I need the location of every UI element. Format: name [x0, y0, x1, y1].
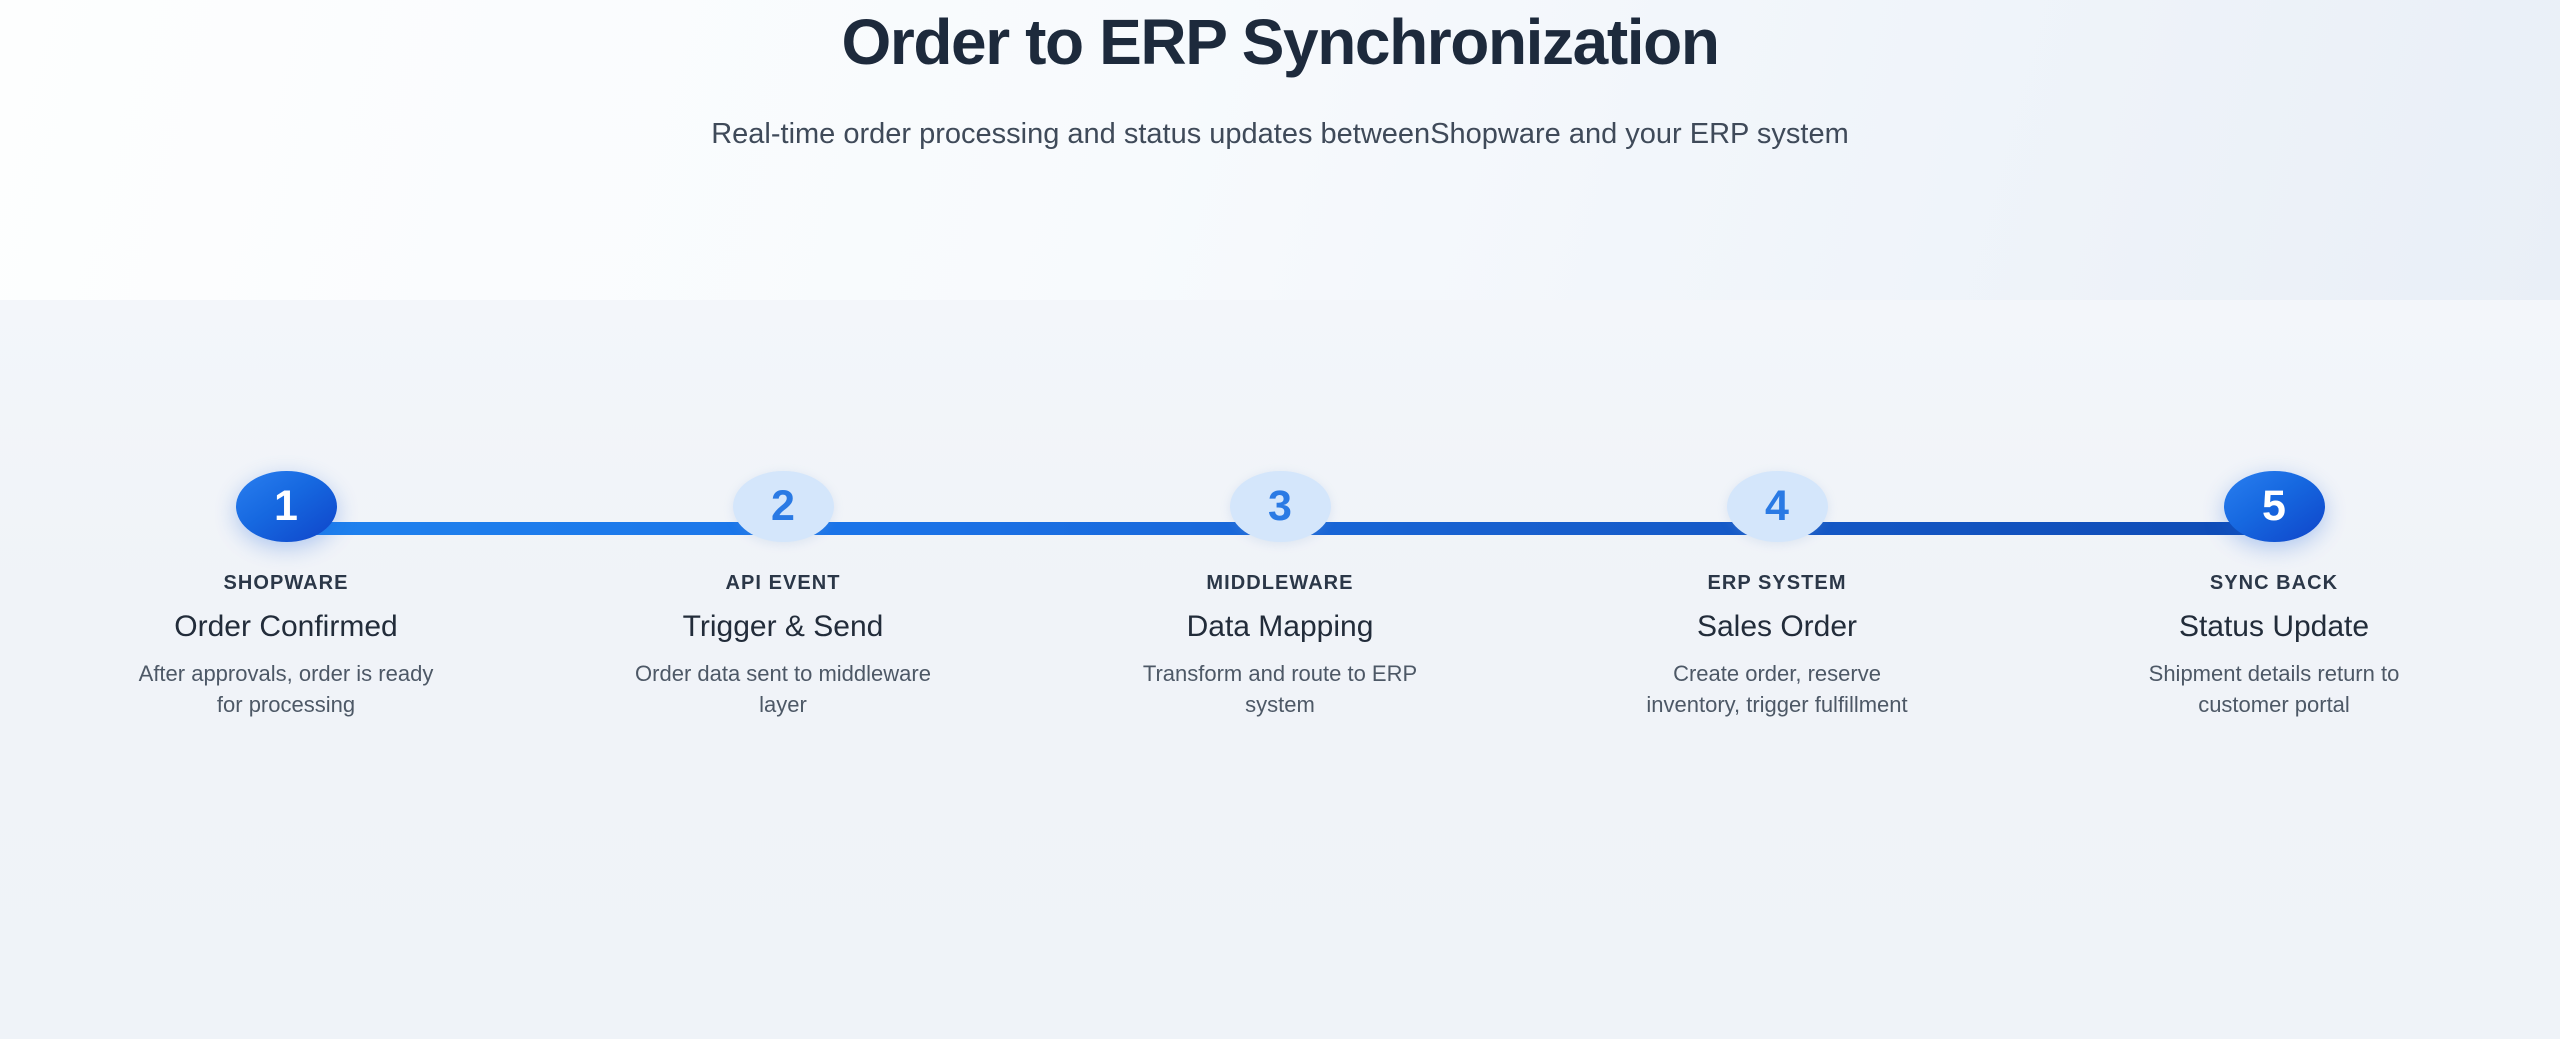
step-5-number-badge[interactable]: 5	[2223, 471, 2325, 543]
step-1-title: Order Confirmed	[174, 610, 398, 644]
step-3-description: Transform and route to ERP system	[1142, 661, 1418, 718]
stepper-steps: 1 SHOPWARE Order Confirmed After approva…	[0, 471, 2560, 721]
step-5[interactable]: 5 SYNC BACK Status Update Shipment detai…	[2114, 471, 2434, 721]
step-1-description: After approvals, order is ready for proc…	[138, 661, 434, 718]
page-title: Order to ERP Synchronization	[841, 6, 1719, 78]
step-5-description: Shipment details return to customer port…	[2148, 661, 2400, 718]
step-5-title: Status Update	[2178, 610, 2370, 644]
step-4-title: Sales Order	[1696, 610, 1858, 644]
page-subtitle-tail: and your ERP system	[1560, 117, 1849, 150]
step-2-number-badge[interactable]: 2	[732, 471, 834, 543]
step-3-kicker: MIDDLEWARE	[1206, 572, 1354, 595]
step-4[interactable]: 4 ERP SYSTEM Sales Order Create order, r…	[1617, 471, 1937, 721]
step-4-number-badge[interactable]: 4	[1726, 471, 1828, 543]
stepper-track: 1 SHOPWARE Order Confirmed After approva…	[0, 471, 2560, 721]
stepper-section: 1 SHOPWARE Order Confirmed After approva…	[0, 300, 2560, 1039]
page-subtitle-brand: Shopware	[1430, 117, 1561, 150]
page-subtitle: Real-time order processing and status up…	[0, 115, 2560, 154]
step-5-kicker: SYNC BACK	[2209, 572, 2339, 595]
step-3-number-badge[interactable]: 3	[1229, 471, 1331, 543]
step-1-kicker: SHOPWARE	[223, 572, 349, 595]
step-4-description: Create order, reserve inventory, trigger…	[1646, 661, 1908, 718]
step-4-kicker: ERP SYSTEM	[1707, 572, 1847, 595]
step-1-number-badge[interactable]: 1	[235, 471, 337, 543]
step-2[interactable]: 2 API EVENT Trigger & Send Order data se…	[623, 471, 943, 721]
step-2-title: Trigger & Send	[682, 610, 884, 644]
step-2-kicker: API EVENT	[725, 572, 841, 595]
step-1[interactable]: 1 SHOPWARE Order Confirmed After approva…	[126, 471, 446, 721]
step-2-description: Order data sent to middleware layer	[635, 661, 931, 718]
step-3-title: Data Mapping	[1186, 610, 1374, 644]
page-subtitle-lead: Real-time order processing and status up…	[711, 117, 1431, 150]
step-3[interactable]: 3 MIDDLEWARE Data Mapping Transform and …	[1120, 471, 1440, 721]
header-section: Order to ERP Synchronization Real-time o…	[0, 0, 2560, 300]
